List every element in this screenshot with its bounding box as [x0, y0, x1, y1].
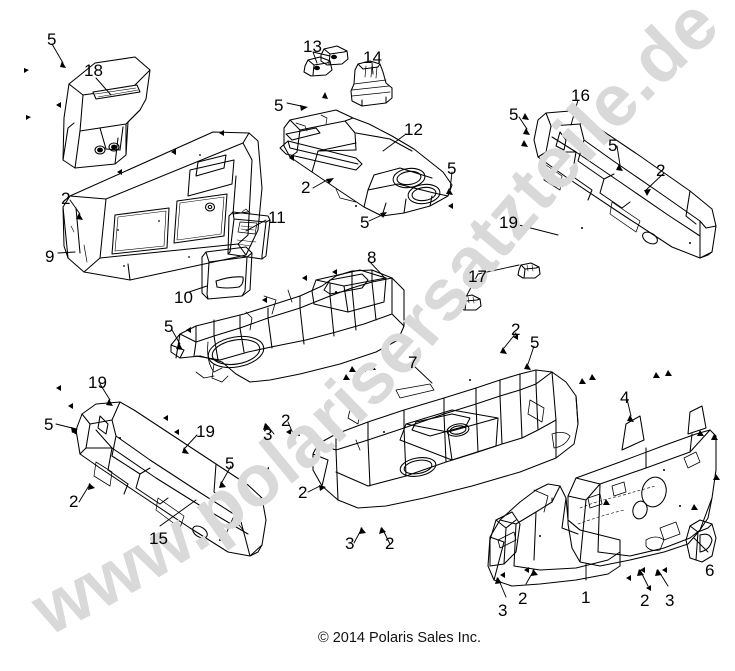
callout-5: 5	[509, 105, 519, 124]
callout-3: 3	[498, 601, 508, 620]
callout-2: 2	[301, 178, 311, 197]
callout-2: 2	[298, 483, 308, 502]
callout-6: 6	[705, 561, 715, 580]
callout-16: 16	[571, 86, 590, 105]
callout-2: 2	[640, 591, 650, 610]
part-14-shift-boot	[350, 60, 393, 107]
callout-5: 5	[530, 333, 540, 352]
callout-8: 8	[367, 248, 377, 267]
callout-3: 3	[345, 534, 355, 553]
part-6-cap	[685, 519, 717, 563]
callout-2: 2	[281, 411, 291, 430]
callout-11: 11	[268, 208, 286, 227]
callout-2: 2	[518, 589, 528, 608]
callout-2: 2	[69, 492, 79, 511]
part-8-center-tunnel	[170, 269, 405, 383]
callout-17: 17	[468, 267, 487, 286]
copyright-notice: © 2014 Polaris Sales Inc.	[318, 630, 482, 646]
part-12-center-console	[279, 109, 453, 217]
callout-15: 15	[149, 529, 168, 548]
callout-5: 5	[274, 96, 284, 115]
callout-19: 19	[196, 422, 215, 441]
callout-2: 2	[656, 161, 666, 180]
callout-10: 10	[174, 288, 193, 307]
callout-5: 5	[47, 30, 57, 49]
callout-5: 5	[447, 159, 457, 178]
part-9-dash-panel	[62, 131, 263, 281]
callout-1: 1	[581, 588, 591, 607]
callout-5: 5	[225, 454, 235, 473]
callout-4: 4	[620, 388, 630, 407]
part-15-left-rocker	[75, 401, 267, 557]
callout-9: 9	[45, 247, 55, 266]
callout-14: 14	[363, 48, 382, 67]
part-18-console-lid	[62, 56, 151, 169]
callout-18: 18	[84, 61, 103, 80]
callout-12: 12	[404, 120, 423, 139]
part-11-cover-plate	[227, 208, 271, 260]
callout-13: 13	[303, 37, 322, 56]
callout-5: 5	[360, 213, 370, 232]
callout-5: 5	[164, 317, 174, 336]
callout-2: 2	[385, 534, 395, 553]
callout-7: 7	[408, 353, 418, 372]
callout-2: 2	[511, 320, 521, 339]
callout-19: 19	[499, 213, 518, 232]
callout-19: 19	[88, 373, 107, 392]
part-1-lower-shield	[487, 483, 621, 587]
part-16-right-rocker	[533, 110, 717, 259]
callout-5: 5	[44, 415, 54, 434]
part-7-floor-pan	[312, 369, 579, 509]
part-10-access-cover	[201, 246, 253, 300]
callout-3: 3	[263, 425, 273, 444]
part-17-grommets	[458, 262, 541, 311]
part-4-rear-panel	[567, 405, 717, 567]
callout-5: 5	[608, 136, 618, 155]
callout-3: 3	[665, 591, 675, 610]
callout-2: 2	[61, 189, 71, 208]
